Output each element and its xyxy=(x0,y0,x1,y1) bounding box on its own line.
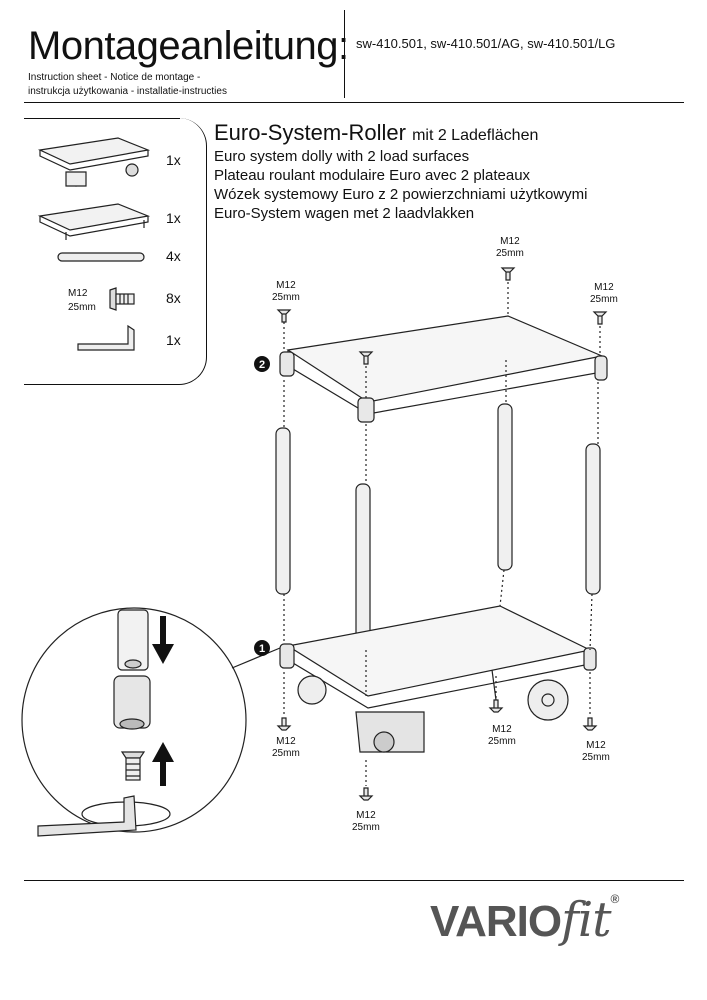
diagram-screws xyxy=(276,267,608,801)
product-title-main: Euro-System-Roller xyxy=(214,120,406,145)
product-desc-en: Euro system dolly with 2 load surfaces xyxy=(214,148,470,165)
product-desc-pl: Wózek systemowy Euro z 2 powierzchniami … xyxy=(214,186,588,203)
part-qty-tube: 4x xyxy=(166,248,181,264)
screw-size: M12 xyxy=(276,736,296,747)
screw-length: 25mm xyxy=(272,292,300,303)
part-qty-castor-platform: 1x xyxy=(166,152,181,168)
screw-length: 25mm xyxy=(272,748,300,759)
screw-size: M12 xyxy=(356,810,376,821)
screw-size: M12 xyxy=(276,280,296,291)
logo-vario: VARIO xyxy=(430,897,562,946)
allen-key-icon xyxy=(77,324,135,351)
screw-length: 25mm xyxy=(352,822,380,833)
parts-box-top xyxy=(24,118,180,119)
arrow-up-icon xyxy=(152,742,174,786)
parts-list-box xyxy=(24,118,207,385)
arrow-down-icon xyxy=(152,616,174,664)
product-desc-nl: Euro-System wagen met 2 laadvlakken xyxy=(214,205,475,222)
step-1-marker xyxy=(254,640,270,656)
tube-icon xyxy=(57,252,145,262)
screw-length: 25mm xyxy=(496,248,524,259)
logo-fit: fit xyxy=(561,892,611,948)
product-title-suffix: mit 2 Ladeflächen xyxy=(412,127,539,144)
bottom-platform xyxy=(279,605,597,753)
screw-size: M12 xyxy=(492,724,512,735)
step-2-marker xyxy=(254,356,270,372)
step-1-number: 1 xyxy=(259,643,265,655)
screw-length: 25mm xyxy=(590,294,618,305)
top-platform xyxy=(279,315,608,423)
product-desc-fr: Plateau roulant modulaire Euro avec 2 pl… xyxy=(214,167,531,184)
subtitle-line-1: Instruction sheet - Notice de montage - xyxy=(28,72,201,83)
top-platform-icon xyxy=(37,203,151,240)
tubes xyxy=(275,403,601,651)
screw-size: M12 xyxy=(594,282,614,293)
variofit-logo: VARIOfit® xyxy=(430,892,620,948)
subtitle-line-2: instrukcja użytkowania - installatie-ins… xyxy=(28,86,227,97)
screw-length: 25mm xyxy=(488,736,516,747)
part-screw-spec-size: M12 xyxy=(68,288,88,299)
detail-magnifier xyxy=(21,607,281,837)
footer-rule xyxy=(24,880,684,881)
part-screw-spec-length: 25mm xyxy=(68,302,96,313)
guide-lines xyxy=(283,282,601,786)
header-divider xyxy=(344,10,345,98)
part-qty-screw: 8x xyxy=(166,290,181,306)
header-rule xyxy=(24,102,684,103)
part-qty-top-platform: 1x xyxy=(166,210,181,226)
product-title: Euro-System-Roller mit 2 Ladeflächen xyxy=(214,120,538,146)
screw-length: 25mm xyxy=(582,752,610,763)
screw-icon xyxy=(109,287,135,311)
page-title: Montageanleitung: xyxy=(28,24,349,68)
screw-size: M12 xyxy=(586,740,606,751)
screw-size: M12 xyxy=(500,236,520,247)
step-2-number: 2 xyxy=(259,359,265,371)
part-qty-allen-key: 1x xyxy=(166,332,181,348)
castor-platform-icon xyxy=(37,137,151,187)
logo-registered: ® xyxy=(610,892,620,906)
model-numbers: sw-410.501, sw-410.501/AG, sw-410.501/LG xyxy=(356,36,616,51)
